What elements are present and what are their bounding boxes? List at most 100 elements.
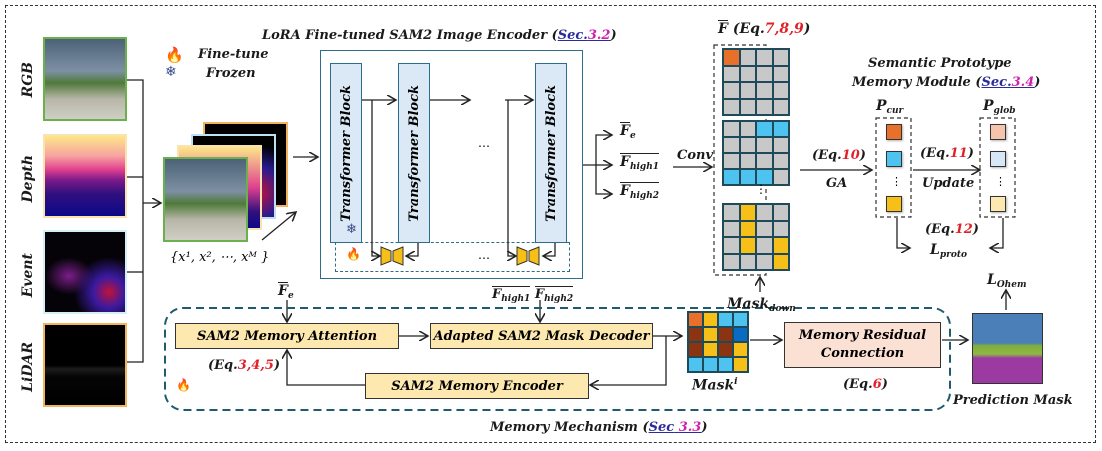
- grid-cell: [723, 121, 740, 137]
- grid-cell: [703, 312, 718, 327]
- grid-cell: [723, 220, 740, 237]
- grid-cell: [688, 342, 703, 357]
- flame-icon: 🔥: [346, 247, 361, 261]
- grid-cell: [733, 357, 748, 372]
- grid-cell: [772, 121, 789, 137]
- transformer-block-n: Transformer Block: [535, 63, 567, 243]
- grid-cell: [739, 220, 756, 237]
- grid-cell: [733, 342, 748, 357]
- grid-cell: [718, 312, 733, 327]
- grid-cell: [772, 137, 789, 153]
- snowflake-icon: ❄: [165, 64, 177, 80]
- grid-cell: [739, 82, 756, 99]
- grid-cell: [739, 169, 756, 185]
- transformer-block-1: Transformer Block: [330, 63, 362, 243]
- flame-icon: 🔥: [165, 46, 184, 64]
- input-set-label: {x¹, x², ⋯, xᴹ }: [170, 250, 270, 265]
- grid-cell: [739, 253, 756, 270]
- proto-ellipsis: ⋮: [891, 175, 902, 188]
- grid-cell: [772, 204, 789, 221]
- update-label: Update: [922, 176, 975, 191]
- mask-down-label: Maskdown: [727, 296, 796, 314]
- feature-grid-3: [722, 203, 790, 271]
- grid-cell: [756, 49, 773, 66]
- encoder-title: LoRA Fine-tuned SAM2 Image Encoder (Sec.…: [262, 28, 617, 43]
- grid-cell: [718, 342, 733, 357]
- grid-cell: [688, 312, 703, 327]
- rgb-image: [43, 37, 127, 121]
- p-cur-label: Pcur: [876, 98, 904, 116]
- legend-frozen-label: Frozen: [206, 66, 256, 81]
- prototype-sec-link[interactable]: Sec.3.4: [981, 75, 1035, 90]
- grid-cell: [723, 204, 740, 221]
- prototype-cur-2: [886, 151, 902, 167]
- grid-cell: [723, 169, 740, 185]
- flame-icon: 🔥: [176, 378, 191, 392]
- grid-cell: [756, 65, 773, 82]
- grid-cell: [756, 137, 773, 153]
- memory-fe: Fe: [278, 282, 294, 301]
- grid-cell: [723, 237, 740, 254]
- grid-cell: [772, 153, 789, 169]
- grid-cell: [703, 327, 718, 342]
- grid-cell: [772, 220, 789, 237]
- grid-cell: [718, 327, 733, 342]
- memory-mechanism-title: Memory Mechanism (Sec 3.3): [490, 420, 708, 435]
- grid-cell: [718, 357, 733, 372]
- prototype-cur-1: [886, 124, 902, 140]
- grid-cell: [756, 220, 773, 237]
- grid-cell: [772, 237, 789, 254]
- prototype-glob-3: [990, 196, 1006, 212]
- update-eq: (Eq.11): [920, 146, 974, 161]
- grid-cell: [723, 253, 740, 270]
- prototype-title-2: Memory Module (Sec.3.4): [852, 75, 1041, 90]
- grid-cell: [756, 253, 773, 270]
- outer-frame: [5, 5, 1096, 443]
- memory-fhigh: Fhigh1 Fhigh2: [492, 286, 574, 304]
- grid-cell: [756, 169, 773, 185]
- grid-cell: [756, 98, 773, 115]
- grid-cell: [688, 357, 703, 372]
- ga-label: GA: [826, 176, 848, 191]
- feature-fhigh1: Fhigh1: [620, 153, 660, 172]
- grid-cell: [739, 121, 756, 137]
- encoder-ellipsis: …: [478, 136, 490, 150]
- conv-label: Conv: [677, 148, 714, 163]
- grid-cell: [772, 98, 789, 115]
- loss-ohem-label: LOhem: [987, 272, 1027, 290]
- grid-cell: [756, 204, 773, 221]
- adapter-ellipsis: …: [478, 248, 490, 262]
- feature-grid-2: [722, 120, 790, 186]
- grid-cell: [739, 49, 756, 66]
- prediction-mask-image: [972, 313, 1043, 384]
- memory-sec-link[interactable]: Sec 3.3: [648, 420, 702, 435]
- stack-frame-rgb: [163, 157, 248, 242]
- feature-grid-1: [722, 48, 790, 116]
- encoder-container: [320, 50, 583, 279]
- encoder-sec-link[interactable]: Sec.3.2: [557, 28, 611, 43]
- snowflake-icon: ❄: [346, 222, 357, 237]
- grid-cell: [688, 327, 703, 342]
- grid-cell: [723, 98, 740, 115]
- memory-eq: (Eq.3,4,5): [208, 358, 281, 373]
- grid-cell: [739, 237, 756, 254]
- grid-cell: [756, 153, 773, 169]
- grid-cell: [723, 82, 740, 99]
- prototype-glob-1: [990, 124, 1006, 140]
- lora-adapter-container: [335, 242, 570, 272]
- loss-proto-eq: (Eq.12): [925, 222, 979, 237]
- grid-cell: [739, 65, 756, 82]
- feature-fe: Fe: [620, 122, 636, 141]
- grid-cell: [772, 82, 789, 99]
- legend-finetune-label: Fine-tune: [198, 47, 269, 62]
- transformer-block-2: Transformer Block: [398, 63, 430, 243]
- memory-attention-box: SAM2 Memory Attention: [175, 323, 399, 349]
- grid-cell: [739, 137, 756, 153]
- grid-cell: [772, 169, 789, 185]
- grid-vertical-ellipsis: ⋮: [755, 182, 767, 196]
- mask-i-grid: [687, 311, 749, 373]
- p-glob-label: Pglob: [983, 98, 1016, 116]
- prediction-mask-label: Prediction Mask: [953, 393, 1073, 408]
